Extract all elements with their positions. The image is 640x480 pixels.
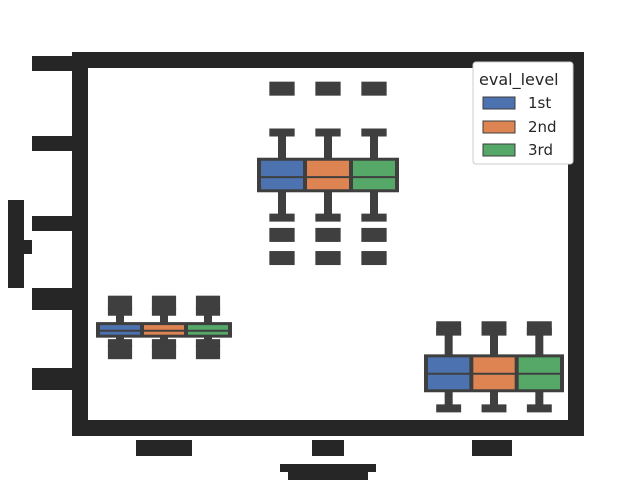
flier [269,251,295,266]
flier [151,345,177,360]
y-tick [32,136,80,151]
flier [195,345,221,360]
flier [361,81,387,96]
legend-swatch [482,143,516,157]
y-axis-label-block [16,240,32,254]
y-axis [8,56,80,390]
legend-swatch [482,120,516,134]
flier [269,227,295,242]
x-tick-label-block [136,440,192,456]
y-tick [32,288,80,310]
flier [315,81,341,96]
legend-label: 2nd [528,118,557,136]
flier [151,295,177,310]
box [305,158,351,192]
x-tick-label-block [312,440,344,456]
flier [315,251,341,266]
x-axis [136,440,512,480]
flier [195,295,221,310]
x-axis-label-block [280,464,376,472]
flier [107,345,133,360]
flier [526,321,552,336]
box [259,158,305,192]
box-groups [96,81,564,413]
legend-title: eval_level [479,70,559,90]
legend-label: 1st [528,94,551,112]
x-axis-label-block [288,470,368,480]
legend-frame [472,61,574,165]
box [351,158,397,192]
flier [481,321,507,336]
flier [436,321,462,336]
y-tick [32,368,80,390]
x-tick-label-block [472,440,512,456]
legend-swatch [482,96,516,110]
flier [107,295,133,310]
flier [361,251,387,266]
legend-label: 3rd [528,141,553,159]
y-tick [32,56,80,71]
legend: eval_level 1st 2nd 3rd [472,61,574,165]
y-tick [32,216,80,231]
flier [315,227,341,242]
flier [361,227,387,242]
flier [269,81,295,96]
